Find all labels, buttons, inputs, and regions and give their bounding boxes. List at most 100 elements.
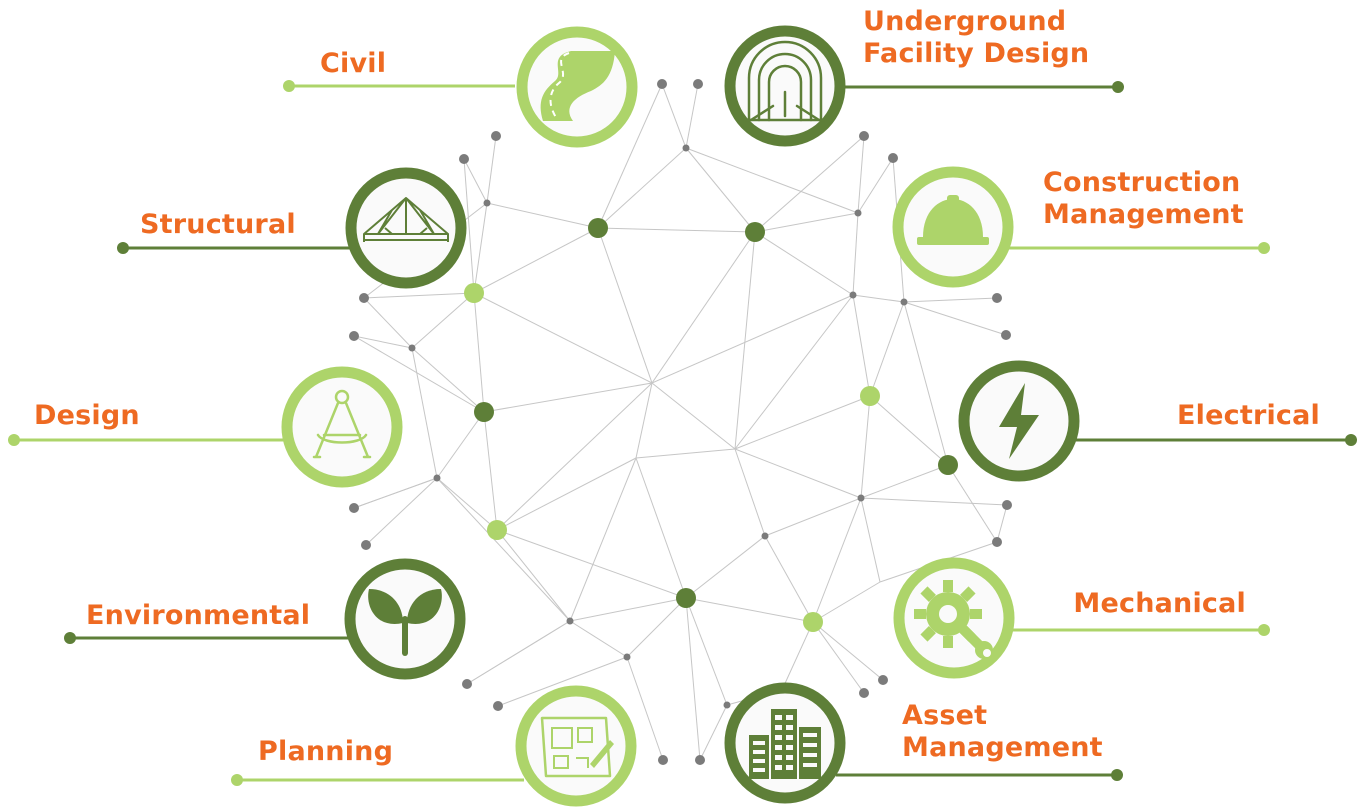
network-edge — [411, 347, 485, 413]
network-edge — [363, 297, 413, 349]
network-edge — [486, 135, 497, 204]
network-edge — [436, 477, 571, 622]
network-node — [359, 293, 369, 303]
network-edge — [685, 597, 814, 623]
label-electrical: Electrical — [1177, 400, 1320, 431]
badge-mechanical — [893, 557, 1015, 679]
network-edge — [734, 395, 871, 450]
network-edge — [685, 147, 756, 233]
network-edge — [635, 448, 736, 459]
badge-design — [281, 366, 403, 488]
network-node — [493, 701, 503, 711]
truss-icon — [363, 197, 449, 242]
network-edge — [569, 457, 637, 622]
network-edge — [626, 656, 664, 761]
network-edge — [597, 147, 687, 229]
network-edge — [903, 297, 998, 303]
network-node — [349, 503, 359, 513]
tunnel-icon — [743, 40, 827, 122]
badge-ring — [724, 25, 846, 147]
network-edge — [996, 504, 1008, 543]
network-node — [483, 199, 491, 207]
network-edge — [734, 448, 862, 499]
badge-asset — [724, 682, 846, 804]
network-edge — [812, 497, 862, 623]
network-edge — [635, 457, 687, 599]
hard-hat-icon — [917, 195, 989, 245]
network-node — [859, 131, 869, 141]
network-edge — [463, 158, 475, 294]
callout-dot — [1258, 624, 1270, 636]
network-node — [859, 688, 869, 698]
badge-construction — [892, 166, 1014, 288]
network-node — [888, 153, 898, 163]
network-edge — [869, 301, 905, 397]
network-node — [854, 209, 862, 217]
network-edge — [685, 83, 699, 149]
network-node — [588, 218, 608, 238]
network-node — [464, 283, 484, 303]
network-edge — [363, 292, 475, 299]
network-node — [761, 532, 769, 540]
network-nodes — [349, 79, 1012, 765]
badge-underground — [724, 25, 846, 147]
network-node — [361, 540, 371, 550]
network-edge — [473, 227, 599, 294]
network-node — [491, 131, 501, 141]
network-edge — [463, 158, 488, 204]
network-edge — [651, 231, 756, 384]
network-edge — [473, 202, 488, 294]
network-edge — [812, 581, 881, 623]
network-node — [462, 679, 472, 689]
badge-ring — [281, 366, 403, 488]
network-edge — [597, 227, 653, 384]
compass-icon — [312, 389, 372, 459]
network-edge — [685, 147, 859, 214]
network-edge — [685, 597, 728, 706]
network-edge — [569, 620, 628, 658]
network-edge — [754, 231, 854, 296]
network-edge — [497, 656, 628, 707]
network-node — [487, 520, 507, 540]
buildings-icon — [749, 709, 821, 779]
callout-lines — [8, 80, 1357, 786]
network-edge — [353, 335, 485, 413]
network-node — [566, 617, 574, 625]
network-node — [938, 455, 958, 475]
network-node — [878, 675, 888, 685]
network-edge — [651, 294, 854, 384]
network-edge — [569, 597, 687, 622]
network-node — [349, 331, 359, 341]
network-edge — [365, 477, 438, 546]
network-node — [723, 701, 731, 709]
road-icon — [540, 51, 615, 121]
network-node — [849, 291, 857, 299]
network-edge — [860, 497, 1008, 506]
network-node — [682, 144, 690, 152]
network-node — [433, 474, 441, 482]
network-edge — [496, 457, 637, 531]
network-edge — [466, 620, 571, 685]
badge-structural — [345, 167, 467, 289]
network-node — [408, 344, 416, 352]
network-edge — [651, 382, 736, 450]
network-edge — [411, 292, 475, 349]
network-edge — [486, 202, 599, 229]
network-edge — [869, 395, 949, 466]
label-underground-facility-design: Underground Facility Design — [863, 6, 1090, 69]
network-node — [1002, 500, 1012, 510]
network-edge — [436, 477, 498, 531]
network-edge — [781, 621, 814, 691]
network-node — [900, 298, 908, 306]
network-edge — [857, 157, 894, 214]
label-design: Design — [34, 400, 140, 431]
label-construction-management: Construction Management — [1043, 167, 1244, 230]
network-edge — [764, 497, 862, 537]
network-edge — [860, 464, 949, 499]
badge-electrical — [958, 360, 1080, 482]
badge-planning — [515, 685, 637, 807]
network-edge — [754, 135, 865, 233]
network-edge — [353, 477, 438, 509]
network-edge — [852, 294, 905, 303]
